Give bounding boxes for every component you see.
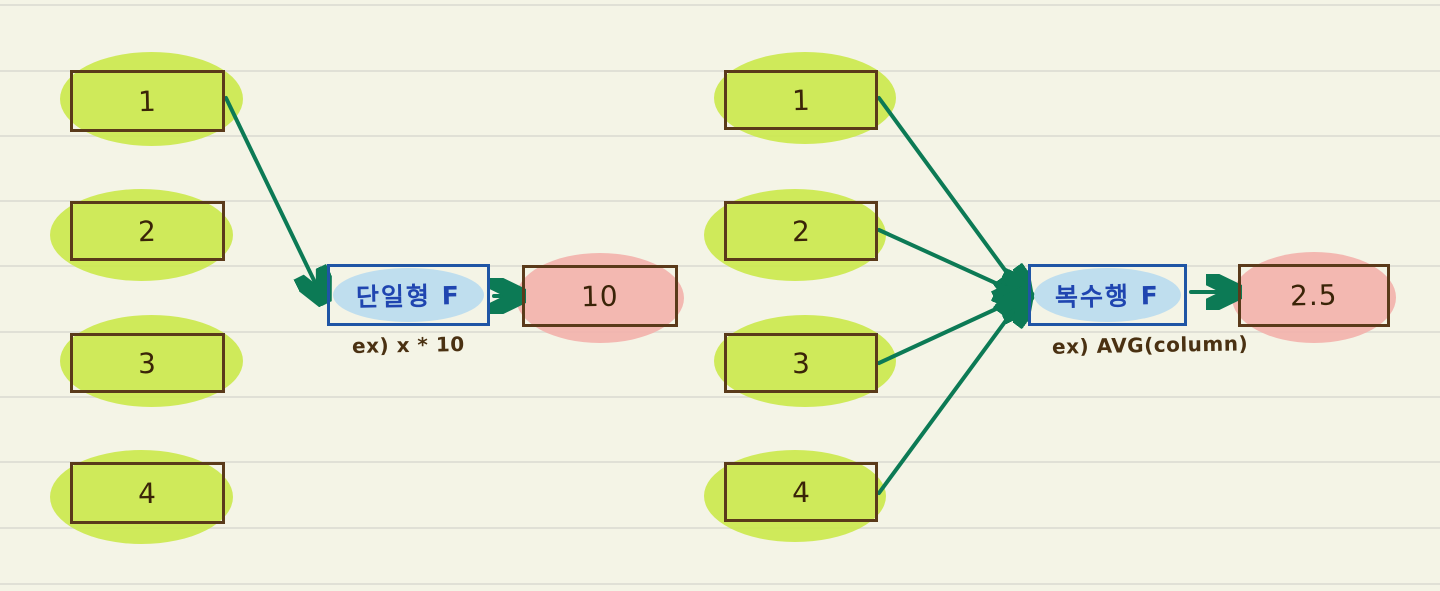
single-row-input-box-4: 4	[70, 462, 225, 524]
multi-row-function-note: ex) AVG(column)	[1051, 331, 1249, 359]
multi-row-input-label: 4	[791, 475, 811, 509]
multi-row-edge-2	[877, 296, 1024, 365]
multi-row-input-label: 3	[791, 346, 811, 380]
rule-line-0	[0, 4, 1440, 6]
multi-row-edge-0	[877, 96, 1024, 296]
single-row-input-box-3: 3	[70, 333, 225, 393]
rule-line-6	[0, 396, 1440, 398]
single-row-input-label: 4	[137, 476, 158, 510]
multi-row-input-box-2: 2	[724, 201, 878, 261]
single-row-input-box-2: 2	[70, 201, 225, 261]
single-row-input-label: 1	[137, 84, 158, 118]
single-row-input-label: 3	[137, 346, 158, 380]
multi-row-function-label: 복수행 F	[1054, 281, 1161, 312]
multi-row-edge-3	[877, 296, 1024, 495]
single-row-input-box-1: 1	[70, 70, 225, 132]
rule-line-8	[0, 527, 1440, 529]
single-row-input-label: 2	[137, 214, 158, 248]
multi-row-input-label: 1	[791, 83, 811, 117]
rule-line-9	[0, 583, 1440, 585]
multi-row-output-label: 2.5	[1289, 278, 1339, 313]
multi-row-output-box: 2.5	[1238, 264, 1390, 327]
multi-row-input-box-3: 3	[724, 333, 878, 393]
single-row-function-label: 단일형 F	[355, 281, 462, 312]
single-row-function-note: ex) x * 10	[351, 332, 465, 358]
single-row-output-box: 10	[522, 265, 678, 327]
multi-row-input-label: 2	[791, 214, 811, 248]
single-row-function-box[interactable]: 단일형 F	[327, 264, 490, 326]
single-row-edge-0	[224, 96, 322, 297]
multi-row-input-box-4: 4	[724, 462, 878, 522]
rule-line-4	[0, 265, 1440, 267]
single-row-output-label: 10	[580, 279, 620, 313]
rule-line-2	[0, 135, 1440, 137]
multi-row-edge-1	[877, 228, 1024, 296]
multi-row-input-box-1: 1	[724, 70, 878, 130]
multi-row-function-box[interactable]: 복수행 F	[1028, 264, 1187, 326]
